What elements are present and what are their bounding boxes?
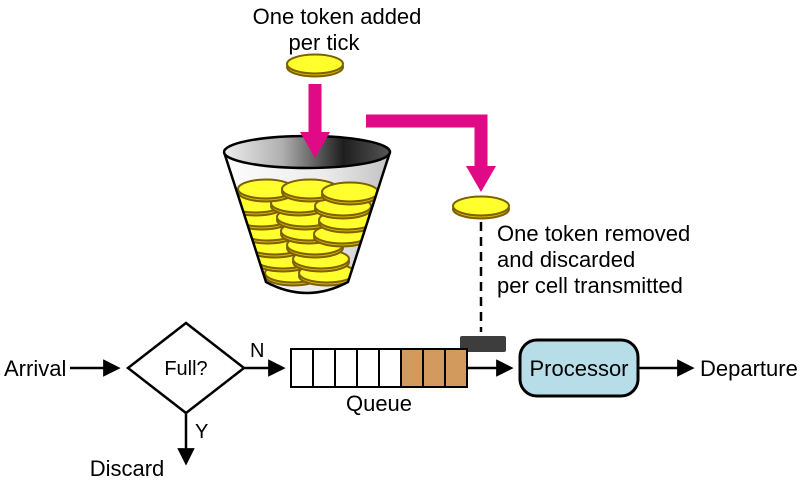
queue-cells: [290, 348, 468, 388]
token-added-label-line2: per tick: [289, 30, 361, 55]
departure-label: Departure: [700, 356, 798, 381]
falling-token-icon: [286, 53, 344, 78]
processor-label: Processor: [529, 356, 628, 381]
arrival-label: Arrival: [4, 356, 66, 381]
token-remove-arrow: [366, 114, 496, 192]
queue-cell: [400, 348, 424, 388]
queue-cell: [290, 348, 314, 388]
yes-branch-label: Y: [195, 421, 208, 443]
bucket-outline: [222, 151, 392, 295]
queue-cell: [312, 348, 336, 388]
token-added-label-line1: One token added: [253, 4, 422, 29]
queue-cell: [444, 348, 468, 388]
token-removed-label-line2: and discarded: [497, 247, 635, 272]
discard-label: Discard: [90, 456, 165, 481]
token-coin: [321, 181, 379, 206]
removed-token-icon: [452, 195, 510, 220]
token-gate-block: [460, 336, 506, 352]
queue-cell: [356, 348, 380, 388]
queue-cell: [378, 348, 402, 388]
queue-label: Queue: [346, 391, 412, 416]
token-bucket: [222, 134, 392, 295]
no-branch-label: N: [250, 340, 264, 362]
full-label: Full?: [164, 358, 207, 380]
queue-cell: [334, 348, 358, 388]
token-removed-label-line1: One token removed: [497, 221, 690, 246]
token-add-arrow: [300, 84, 330, 158]
queue-cell: [422, 348, 446, 388]
token-removed-label-line3: per cell transmitted: [497, 273, 683, 298]
